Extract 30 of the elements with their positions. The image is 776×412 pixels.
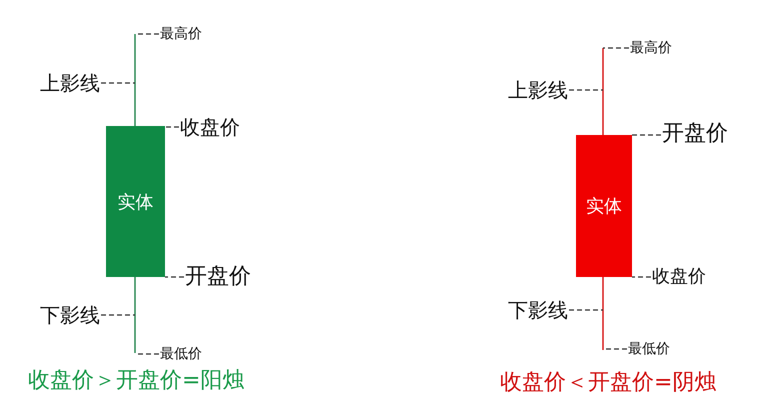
rule-caption: 收盘价＞开盘价=阳烛 xyxy=(28,370,244,392)
leader-line xyxy=(569,309,603,311)
leader-line xyxy=(632,134,661,136)
price-label: 收盘价 xyxy=(652,268,706,286)
price-label: 收盘价 xyxy=(180,117,240,137)
body-label: 实体 xyxy=(586,195,622,218)
leader-line xyxy=(603,348,627,350)
price-label: 最高价 xyxy=(160,27,202,41)
price-label: 下影线 xyxy=(40,305,100,325)
leader-line xyxy=(603,47,629,49)
price-label: 最高价 xyxy=(630,41,672,55)
leader-line xyxy=(101,314,135,316)
price-label: 下影线 xyxy=(508,300,568,320)
leader-line xyxy=(569,89,603,91)
leader-line xyxy=(135,353,159,355)
body-label: 实体 xyxy=(118,190,154,214)
leader-line xyxy=(135,33,159,35)
rule-caption: 收盘价＜开盘价=阴烛 xyxy=(500,372,716,394)
leader-line xyxy=(101,82,135,84)
price-label: 开盘价 xyxy=(185,266,251,288)
candle-body xyxy=(576,135,632,277)
leader-line xyxy=(165,126,179,128)
price-label: 上影线 xyxy=(508,80,568,100)
leader-line xyxy=(165,276,184,278)
leader-line xyxy=(632,276,651,278)
price-label: 上影线 xyxy=(40,73,100,93)
price-label: 开盘价 xyxy=(662,123,728,145)
price-label: 最低价 xyxy=(628,342,670,356)
candle-body xyxy=(106,126,165,277)
price-label: 最低价 xyxy=(160,347,202,361)
